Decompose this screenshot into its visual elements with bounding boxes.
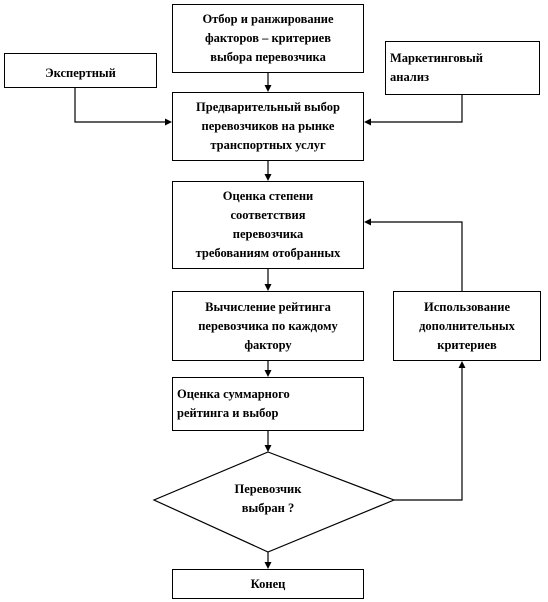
arrowhead — [165, 118, 172, 126]
arrowhead — [458, 361, 466, 368]
step-end-label: Конец — [250, 576, 286, 591]
step-compliance-assessment-label: Оценка степени соответствия перевозчика … — [195, 189, 341, 260]
step-additional-criteria: Использование дополнительных критериев — [393, 291, 541, 361]
step-total-rating: Оценка суммарного рейтинга и выбор — [172, 377, 364, 431]
step-preliminary-selection-label: Предварительный выбор перевозчиков на ры… — [196, 100, 340, 152]
step-marketing-analysis-label: Маркетинговый анализ — [390, 51, 483, 84]
step-marketing-analysis: Маркетинговый анализ — [385, 41, 540, 95]
step-rating-calculation-label: Вычисление рейтинга перевозчика по каждо… — [198, 299, 338, 352]
arrowhead — [264, 85, 272, 92]
connector-marketing-to-preliminary — [370, 95, 463, 123]
step-end: Конец — [172, 569, 364, 599]
connector-decision-to-additional — [394, 367, 463, 501]
decision-question: Перевозчик выбран ? — [234, 482, 302, 515]
arrowhead — [264, 445, 272, 452]
step-select-factors-label: Отбор и ранжирование факторов – критерие… — [202, 12, 334, 64]
arrowhead — [264, 174, 272, 181]
step-select-factors: Отбор и ранжирование факторов – критерие… — [172, 4, 364, 73]
step-expert-analysis: Экспертный анализ — [4, 53, 157, 88]
arrowhead — [364, 218, 371, 226]
arrowhead — [264, 562, 272, 569]
step-expert-analysis-label: Экспертный анализ — [45, 66, 116, 87]
connector-additional-to-compliance — [370, 221, 463, 291]
step-compliance-assessment: Оценка степени соответствия перевозчика … — [172, 181, 364, 269]
step-preliminary-selection: Предварительный выбор перевозчиков на ры… — [172, 92, 364, 161]
step-additional-criteria-label: Использование дополнительных критериев — [419, 299, 515, 352]
arrowhead — [264, 370, 272, 377]
step-rating-calculation: Вычисление рейтинга перевозчика по каждо… — [172, 291, 364, 361]
connector-expert-to-preliminary — [74, 88, 166, 123]
arrowhead — [364, 118, 371, 126]
arrowhead — [264, 284, 272, 291]
decision-diamond — [152, 451, 396, 553]
step-total-rating-label: Оценка суммарного рейтинга и выбор — [177, 387, 290, 420]
